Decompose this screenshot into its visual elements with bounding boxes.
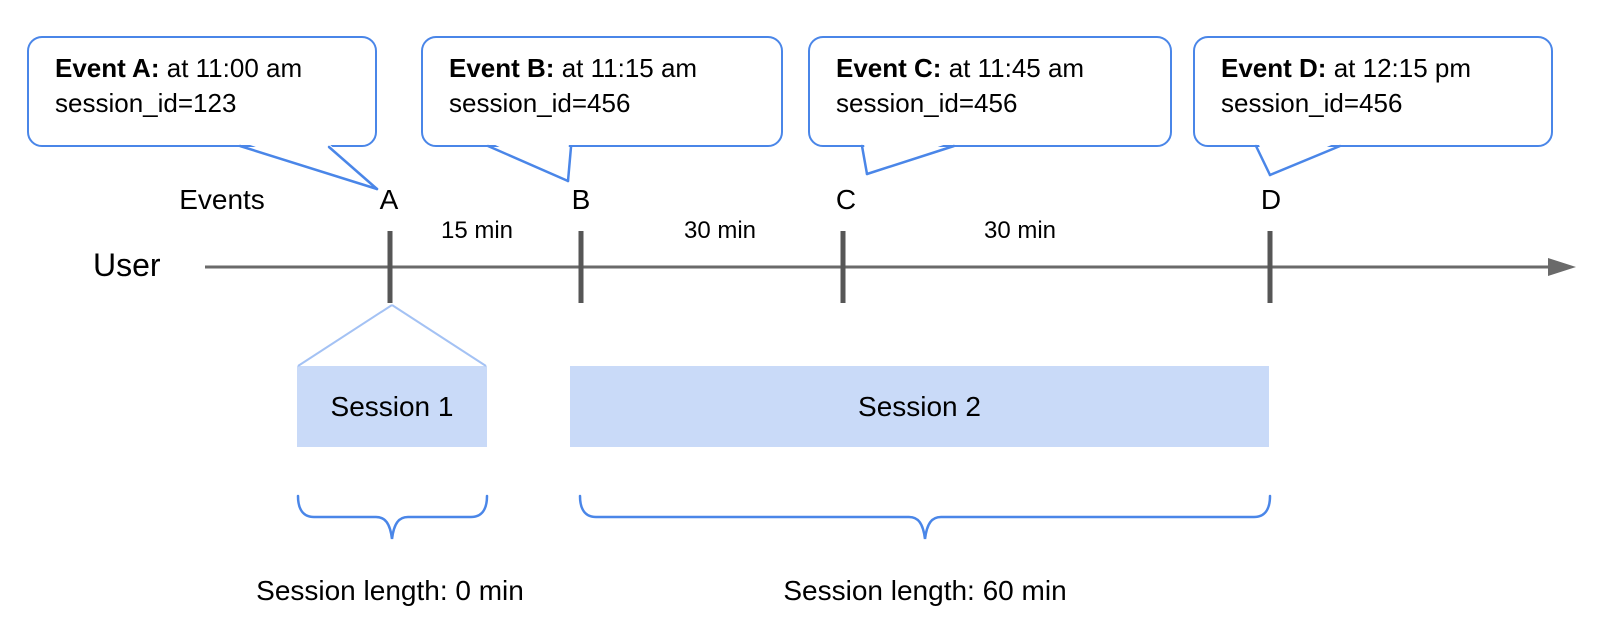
bubble-event-time: at 12:15 pm — [1333, 53, 1472, 83]
bubble-line-time: Event C: at 11:45 am — [836, 51, 1160, 86]
event-d-bubble: Event D: at 12:15 pm session_id=456 — [1193, 36, 1553, 147]
bubble-line-time: Event A: at 11:00 am — [55, 51, 365, 86]
tail-edge — [238, 144, 379, 191]
session-1-length-label: Session length: 0 min — [256, 575, 524, 606]
bubble-session-id: session_id=456 — [836, 88, 1018, 118]
bubble-session-id: session_id=123 — [55, 88, 237, 118]
session-funnel-line-left — [297, 304, 393, 367]
bubble-event-title: Event C: — [836, 53, 942, 83]
timeline-arrowhead-icon — [1548, 258, 1576, 276]
session-2-brace — [578, 494, 1272, 540]
bubble-line-time: Event D: at 12:15 pm — [1221, 51, 1541, 86]
event-a-marker-label: A — [379, 184, 399, 215]
bubble-event-title: Event D: — [1221, 53, 1327, 83]
tail-edge — [327, 145, 379, 191]
bubble-event-time: at 11:15 am — [561, 53, 698, 83]
bubble-session-id: session_id=456 — [449, 88, 631, 118]
bubble-event-time: at 11:00 am — [166, 53, 303, 83]
event-b-bubble-tail — [486, 142, 573, 183]
tail-edge — [486, 144, 570, 183]
event-a-bubble: Event A: at 11:00 am session_id=123 — [27, 36, 377, 147]
bubble-event-time: at 11:45 am — [948, 53, 1085, 83]
session-1-brace — [296, 494, 489, 540]
event-c-marker-label: C — [835, 184, 857, 215]
events-row-label: Events — [179, 184, 265, 215]
interval-label-a-b: 15 min — [440, 217, 514, 244]
tail-edge — [1254, 144, 1272, 177]
tail-edge — [865, 144, 956, 176]
session-1-label: Session 1 — [330, 390, 454, 422]
event-b-marker-label: B — [571, 184, 591, 215]
tail-mask — [489, 142, 569, 179]
interval-label-c-d: 30 min — [983, 217, 1057, 244]
event-b-bubble: Event B: at 11:15 am session_id=456 — [421, 36, 783, 147]
bubble-session-id: session_id=456 — [1221, 88, 1403, 118]
bubble-event-title: Event B: — [449, 53, 555, 83]
session-1-box: Session 1 — [297, 366, 487, 447]
tail-edge — [860, 144, 869, 176]
tail-edge — [566, 145, 573, 183]
session-2-label: Session 2 — [858, 390, 981, 422]
tail-mask — [241, 142, 376, 187]
session-2-box: Session 2 — [570, 366, 1269, 447]
event-c-bubble: Event C: at 11:45 am session_id=456 — [808, 36, 1172, 147]
bubble-event-title: Event A: — [55, 53, 160, 83]
interval-label-b-c: 30 min — [683, 217, 757, 244]
user-lane-label: User — [93, 247, 161, 283]
bubble-line-time: Event B: at 11:15 am — [449, 51, 771, 86]
session-funnel-line-right — [391, 304, 487, 367]
event-d-marker-label: D — [1260, 184, 1282, 215]
event-a-bubble-tail — [238, 142, 379, 191]
session-2-length-label: Session length: 60 min — [783, 575, 1067, 606]
tail-edge — [1268, 144, 1342, 177]
